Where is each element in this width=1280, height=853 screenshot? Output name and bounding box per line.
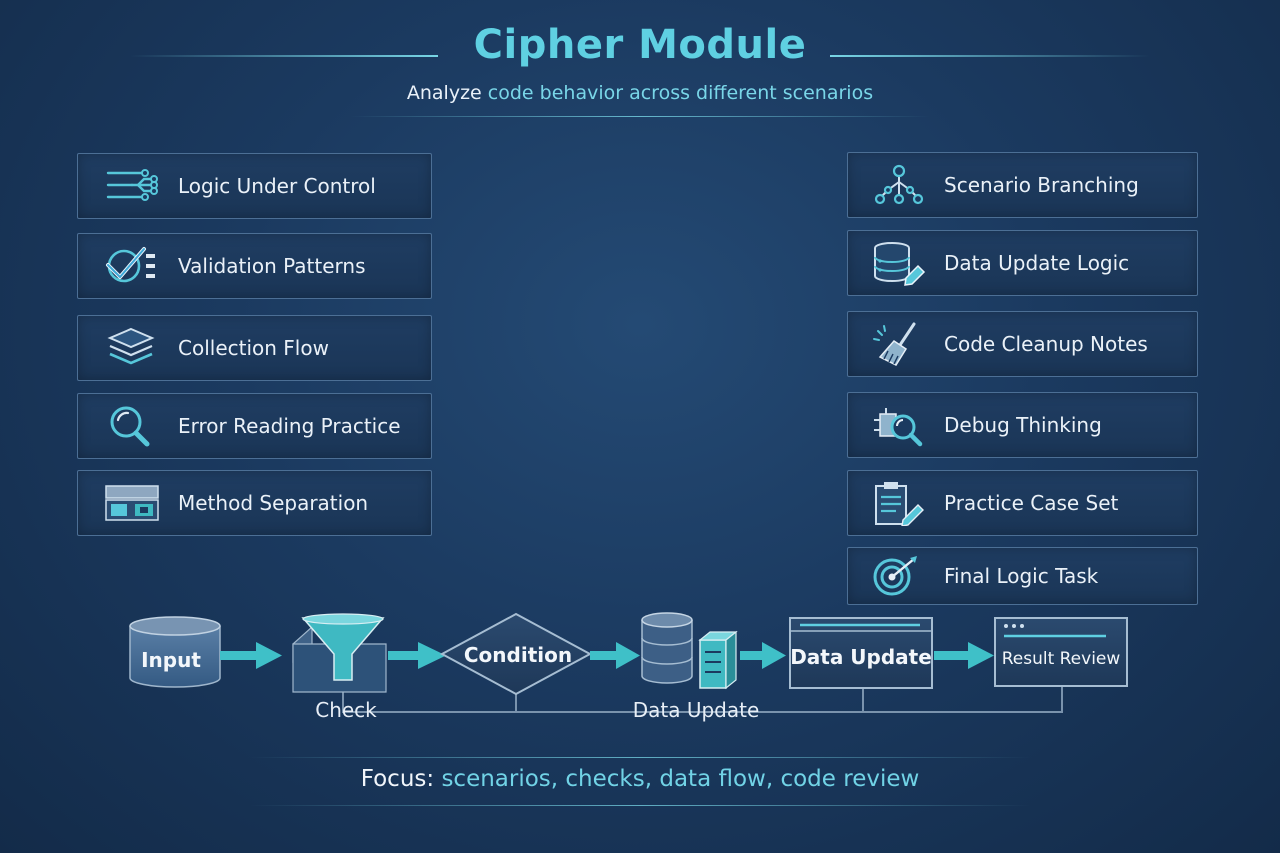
card-label: Scenario Branching <box>944 173 1139 197</box>
card-label: Practice Case Set <box>944 491 1119 515</box>
subtitle-highlight: code behavior across different scenarios <box>487 82 874 104</box>
process-flow: Input Condition <box>129 612 1128 713</box>
flow-arrow-4 <box>740 642 786 669</box>
card-label: Final Logic Task <box>944 564 1099 588</box>
caption-check: Check <box>315 698 377 722</box>
clipboard-pen-icon <box>875 482 924 526</box>
card-collection-flow[interactable]: Collection Flow <box>77 315 432 381</box>
layers-icon <box>107 327 155 365</box>
flow-arrow-1 <box>220 642 282 669</box>
card-label: Logic Under Control <box>178 174 376 198</box>
title-rule-left <box>130 55 438 57</box>
focus-lead: Focus: <box>360 766 435 792</box>
subtitle-lead: Analyze <box>406 82 482 104</box>
card-logic-under-control[interactable]: Logic Under Control <box>77 153 432 219</box>
card-label: Validation Patterns <box>178 254 366 278</box>
database-edit-icon <box>874 242 926 286</box>
flow-arrow-5 <box>934 642 994 669</box>
card-label: Code Cleanup Notes <box>944 332 1148 356</box>
funnel-filter-icon <box>292 613 387 693</box>
tree-branch-icon <box>874 164 924 205</box>
broom-icon <box>873 322 916 366</box>
card-label: Data Update Logic <box>944 251 1130 275</box>
card-label: Collection Flow <box>178 336 329 360</box>
card-debug-thinking[interactable]: Debug Thinking <box>847 392 1198 458</box>
card-scenario-branching[interactable]: Scenario Branching <box>847 152 1198 218</box>
node-data-update-label: Data Update <box>790 645 932 669</box>
node-input-label: Input <box>141 648 201 672</box>
subtitle-rule <box>350 116 930 117</box>
database-icon <box>641 612 738 690</box>
module-blocks-icon <box>105 485 159 521</box>
page-title: Cipher Module <box>473 22 807 68</box>
focus-rule-top <box>250 757 1030 758</box>
title-rule-right <box>830 55 1150 57</box>
checklist-icon <box>106 247 155 283</box>
node-condition-label: Condition <box>464 643 572 667</box>
card-data-update-logic[interactable]: Data Update Logic <box>847 230 1198 296</box>
node-input: Input <box>129 616 221 688</box>
magnifier-icon <box>110 406 150 447</box>
card-label: Error Reading Practice <box>178 414 401 438</box>
card-method-separation[interactable]: Method Separation <box>77 470 432 536</box>
page-subtitle: Analyze code behavior across different s… <box>0 82 1280 104</box>
card-code-cleanup-notes[interactable]: Code Cleanup Notes <box>847 311 1198 377</box>
caption-data-update: Data Update <box>632 698 760 722</box>
flow-arrow-2 <box>388 642 446 669</box>
card-error-reading-practice[interactable]: Error Reading Practice <box>77 393 432 459</box>
card-label: Debug Thinking <box>944 413 1102 437</box>
focus-highlight: scenarios, checks, data flow, code revie… <box>441 766 920 792</box>
node-condition: Condition <box>439 612 593 696</box>
card-validation-patterns[interactable]: Validation Patterns <box>77 233 432 299</box>
card-practice-case-set[interactable]: Practice Case Set <box>847 470 1198 536</box>
focus-rule-bottom <box>250 805 1030 806</box>
flow-arrow-3 <box>590 642 640 669</box>
card-label: Method Separation <box>178 491 369 515</box>
target-icon <box>873 556 917 596</box>
focus-statement: Focus: scenarios, checks, data flow, cod… <box>0 766 1280 792</box>
card-final-logic-task[interactable]: Final Logic Task <box>847 547 1198 605</box>
debug-magnifier-icon <box>874 408 923 447</box>
node-data-update: Data Update <box>789 617 933 689</box>
node-result-review: Result Review <box>994 617 1128 687</box>
node-result-review-label: Result Review <box>1002 649 1121 669</box>
flow-branch-icon <box>106 169 158 201</box>
